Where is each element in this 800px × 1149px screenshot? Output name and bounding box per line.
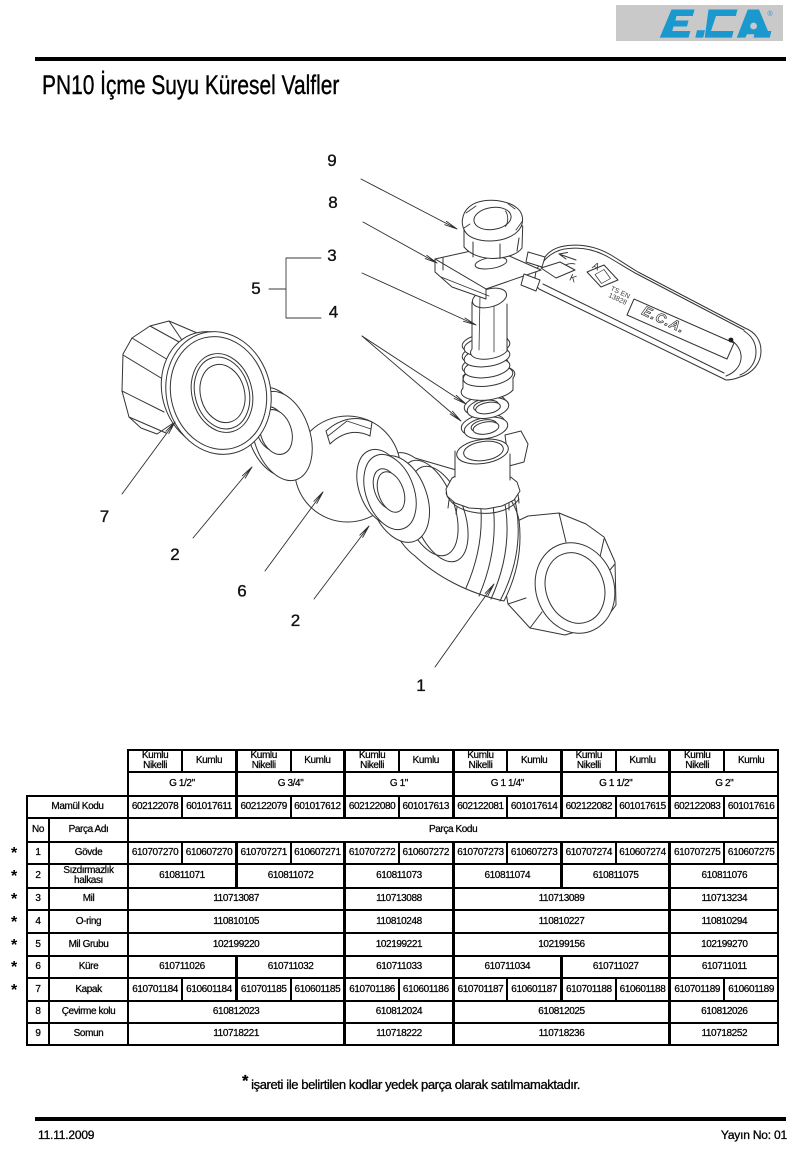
svg-text:2: 2: [291, 611, 300, 630]
svg-text:K: K: [567, 273, 578, 286]
svg-text:5: 5: [251, 279, 260, 298]
svg-text:2: 2: [170, 545, 179, 564]
svg-text:3: 3: [327, 246, 336, 265]
svg-text:1: 1: [416, 676, 425, 695]
svg-text:8: 8: [328, 193, 337, 212]
svg-text:A: A: [590, 261, 601, 274]
svg-text:®: ®: [768, 10, 774, 18]
svg-text:9: 9: [327, 151, 336, 170]
svg-text:7: 7: [100, 507, 109, 526]
svg-text:6: 6: [237, 582, 246, 601]
svg-text:4: 4: [329, 303, 338, 322]
